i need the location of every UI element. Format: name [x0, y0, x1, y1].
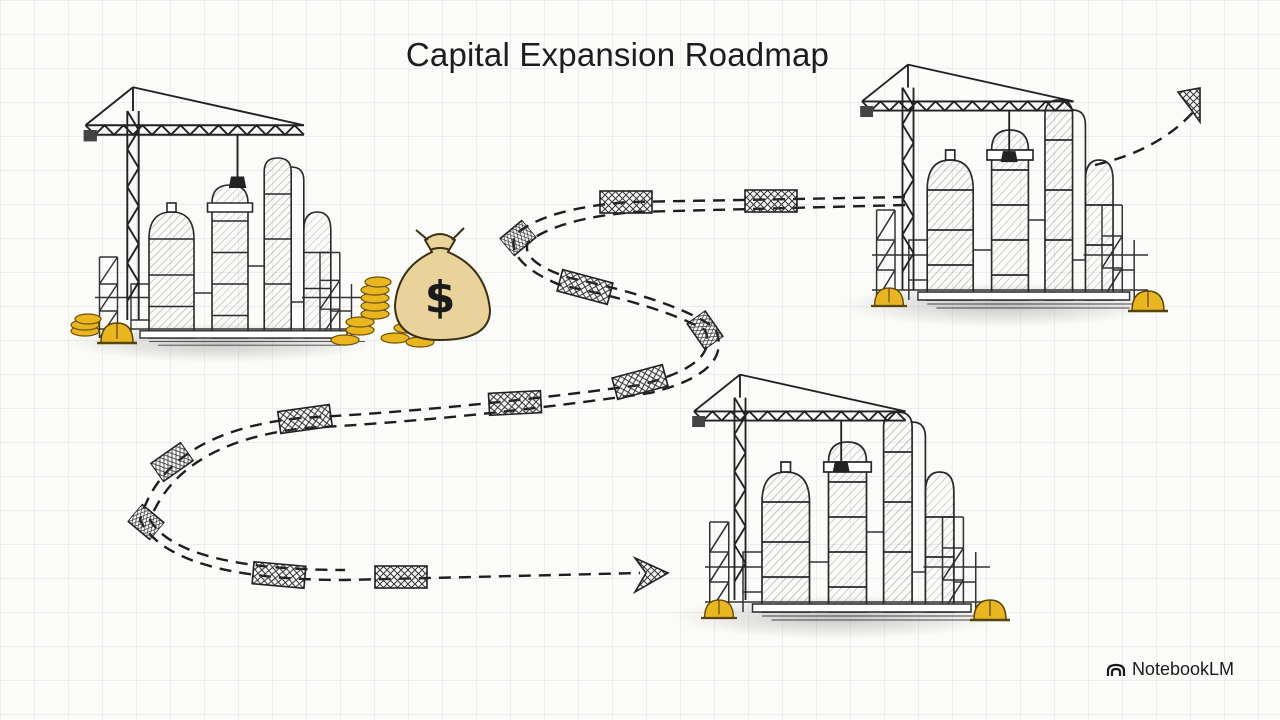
money-bag-icon: $ [393, 227, 492, 342]
coin-stack-icon [70, 313, 102, 337]
dollar-symbol: $ [425, 272, 456, 323]
funded-refinery-site: $ [62, 86, 492, 364]
arrow-head-icon [632, 556, 670, 595]
brand-label: NotebookLM [1131, 659, 1234, 679]
arrow-head-icon [1176, 87, 1201, 125]
expansion-site-one [838, 63, 1170, 328]
notebooklm-logo-icon [1106, 663, 1126, 676]
expansion-site-two [670, 373, 1012, 640]
notebooklm-brand: NotebookLM [1106, 659, 1234, 680]
page-title: Capital Expansion Roadmap [405, 36, 830, 73]
